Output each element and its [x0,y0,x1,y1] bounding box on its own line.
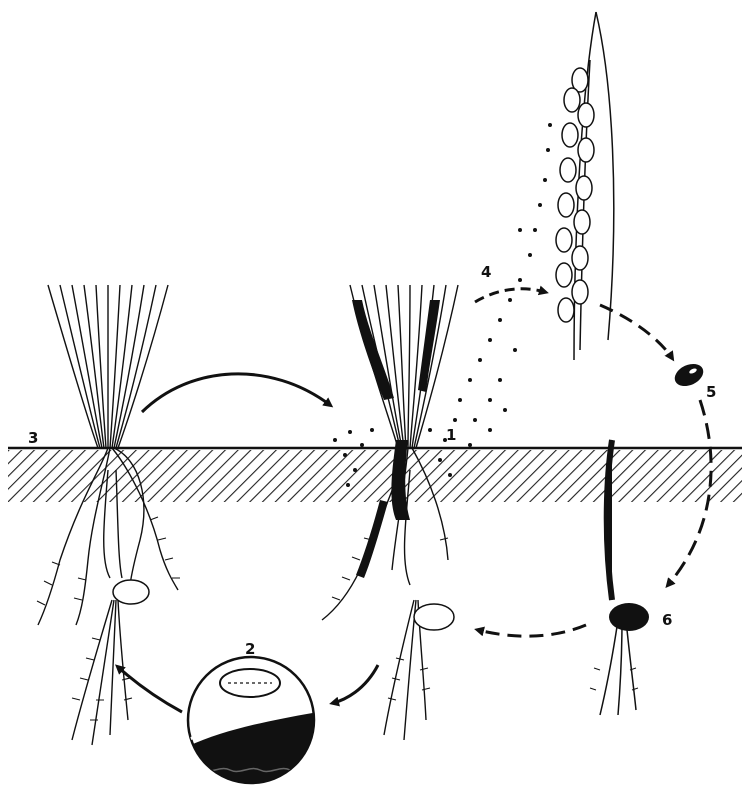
arrow-6-to-1 [478,625,586,636]
healthy-plant [37,285,180,745]
seed-plant-1 [414,604,454,630]
seed-plant-3 [113,580,149,604]
arrow-3-to-1 [142,374,330,412]
arrow-1-to-2 [333,665,378,703]
infected-plant [322,285,458,740]
label-5: 5 [706,383,716,401]
label-3: 3 [28,429,38,447]
infected-seed [671,360,707,391]
label-2: 2 [245,640,255,658]
cross-section-circle [180,657,330,788]
label-4: 4 [481,263,491,281]
arrow-2-to-3 [118,667,182,712]
label-1: 1 [446,426,456,444]
label-6: 6 [662,611,672,629]
germinating-seed [609,603,649,631]
